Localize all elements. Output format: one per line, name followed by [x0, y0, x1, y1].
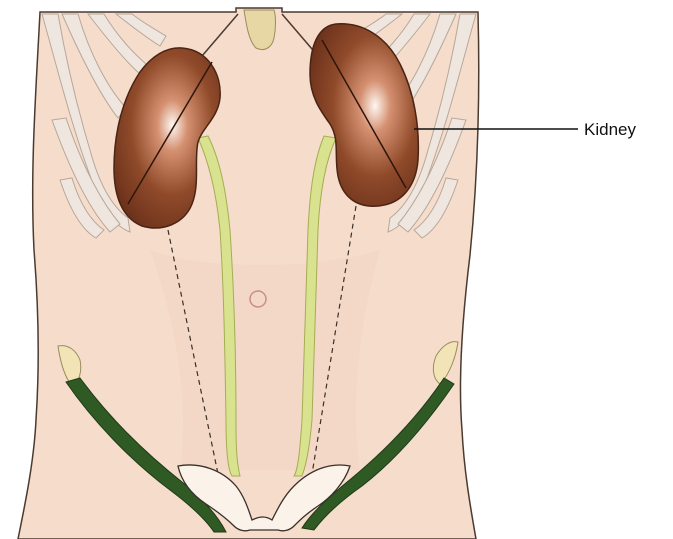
kidney-label: Kidney [584, 120, 636, 139]
torso-shading [150, 250, 380, 470]
